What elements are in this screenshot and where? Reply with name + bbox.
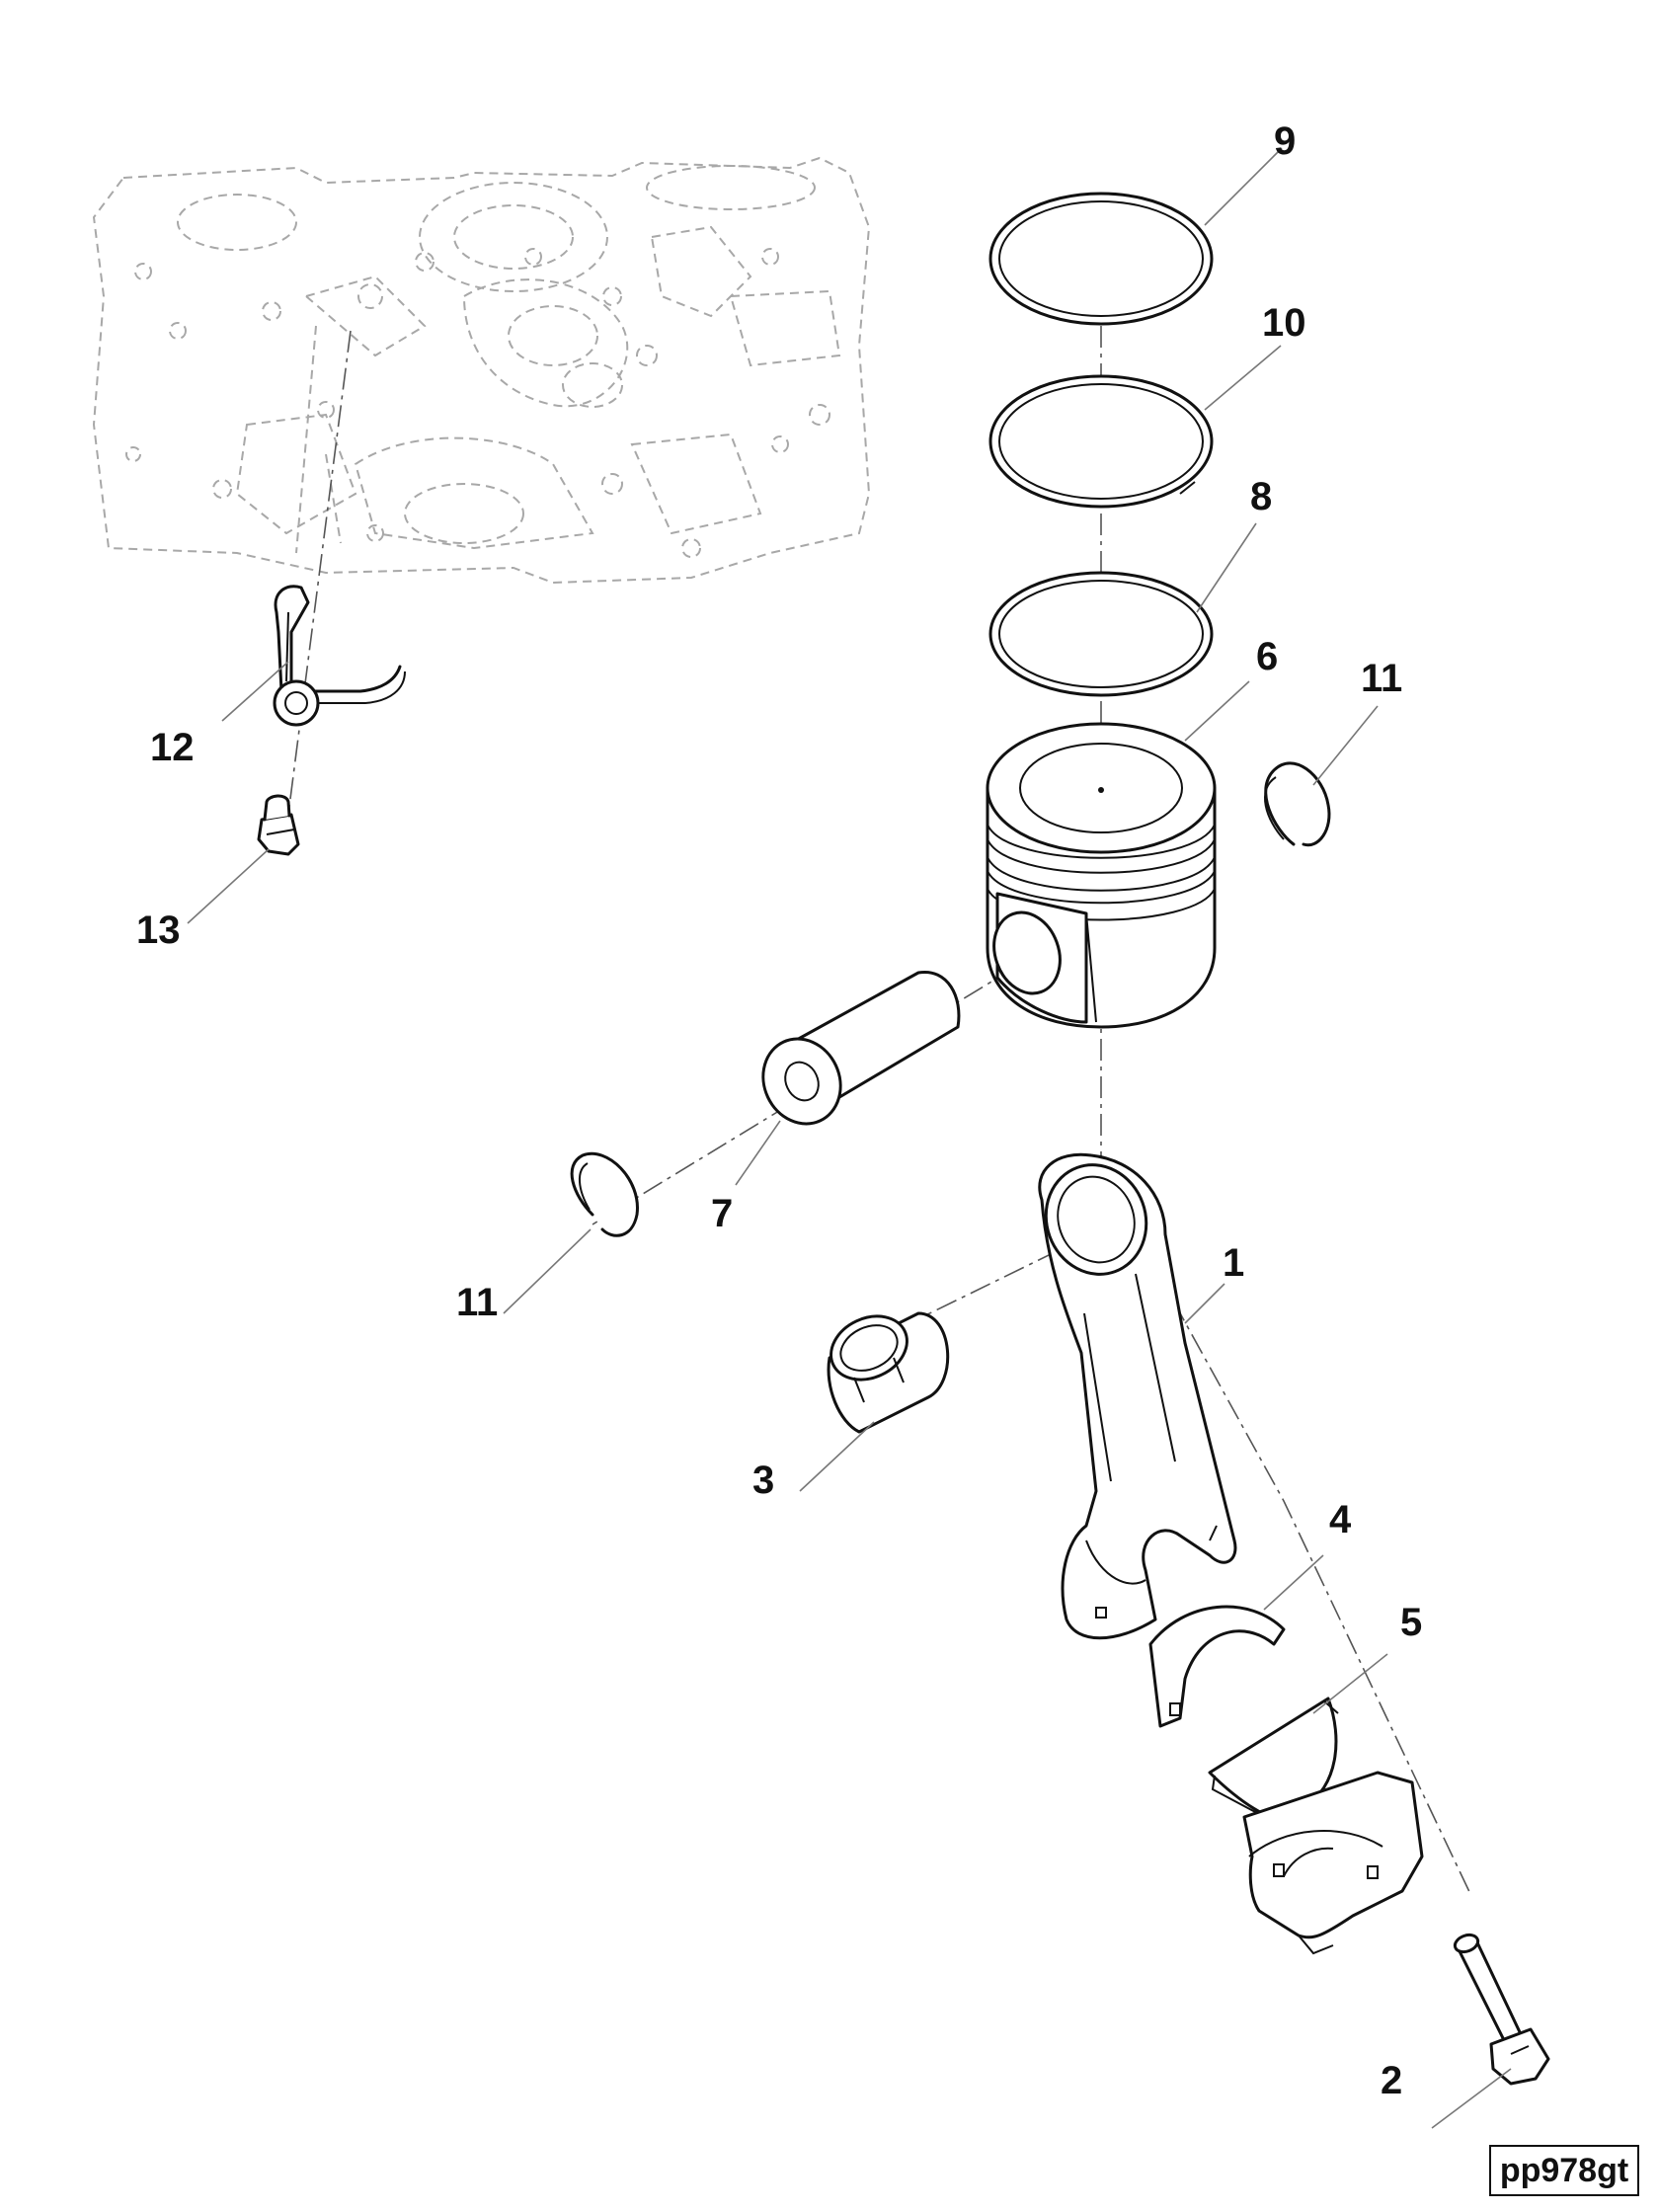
connecting-rod-bolt bbox=[1453, 1933, 1550, 2086]
callout-12: 12 bbox=[150, 726, 195, 769]
callout-6: 6 bbox=[1256, 635, 1278, 678]
retaining-ring-right bbox=[1263, 761, 1331, 847]
callout-11-right: 11 bbox=[1361, 657, 1402, 700]
piston bbox=[986, 722, 1217, 1029]
bearing-shell-upper bbox=[1148, 1605, 1286, 1728]
callout-7: 7 bbox=[711, 1192, 733, 1235]
piston-ring-oil bbox=[988, 571, 1214, 697]
callout-leaders bbox=[187, 147, 1512, 2129]
small-end-bushing bbox=[827, 1311, 950, 1434]
cooling-nozzle-bolt bbox=[257, 794, 300, 856]
engine-block-ghost bbox=[92, 156, 871, 585]
callout-9: 9 bbox=[1274, 119, 1296, 163]
callout-13: 13 bbox=[136, 908, 181, 952]
retaining-ring-left bbox=[570, 1151, 639, 1237]
piston-ring-second bbox=[988, 374, 1214, 509]
callout-4: 4 bbox=[1329, 1498, 1352, 1541]
piston-pin bbox=[761, 971, 961, 1126]
figure-reference-code: pp978gt bbox=[1489, 2145, 1639, 2196]
callout-11-left: 11 bbox=[456, 1281, 498, 1324]
piston-ring-top bbox=[988, 192, 1214, 326]
callout-8: 8 bbox=[1250, 475, 1272, 518]
callout-10: 10 bbox=[1262, 301, 1306, 345]
callout-2: 2 bbox=[1381, 2059, 1402, 2102]
callout-numbers: 9 10 8 6 11 7 11 1 3 4 5 2 12 13 bbox=[136, 119, 1422, 2102]
connecting-rod bbox=[1038, 1152, 1237, 1640]
callout-1: 1 bbox=[1223, 1241, 1244, 1285]
assembly-centerlines bbox=[285, 326, 1472, 1897]
piston-cooling-nozzle bbox=[273, 585, 406, 727]
callout-3: 3 bbox=[752, 1459, 774, 1502]
connecting-rod-cap bbox=[1242, 1771, 1424, 1955]
callout-5: 5 bbox=[1400, 1601, 1422, 1644]
